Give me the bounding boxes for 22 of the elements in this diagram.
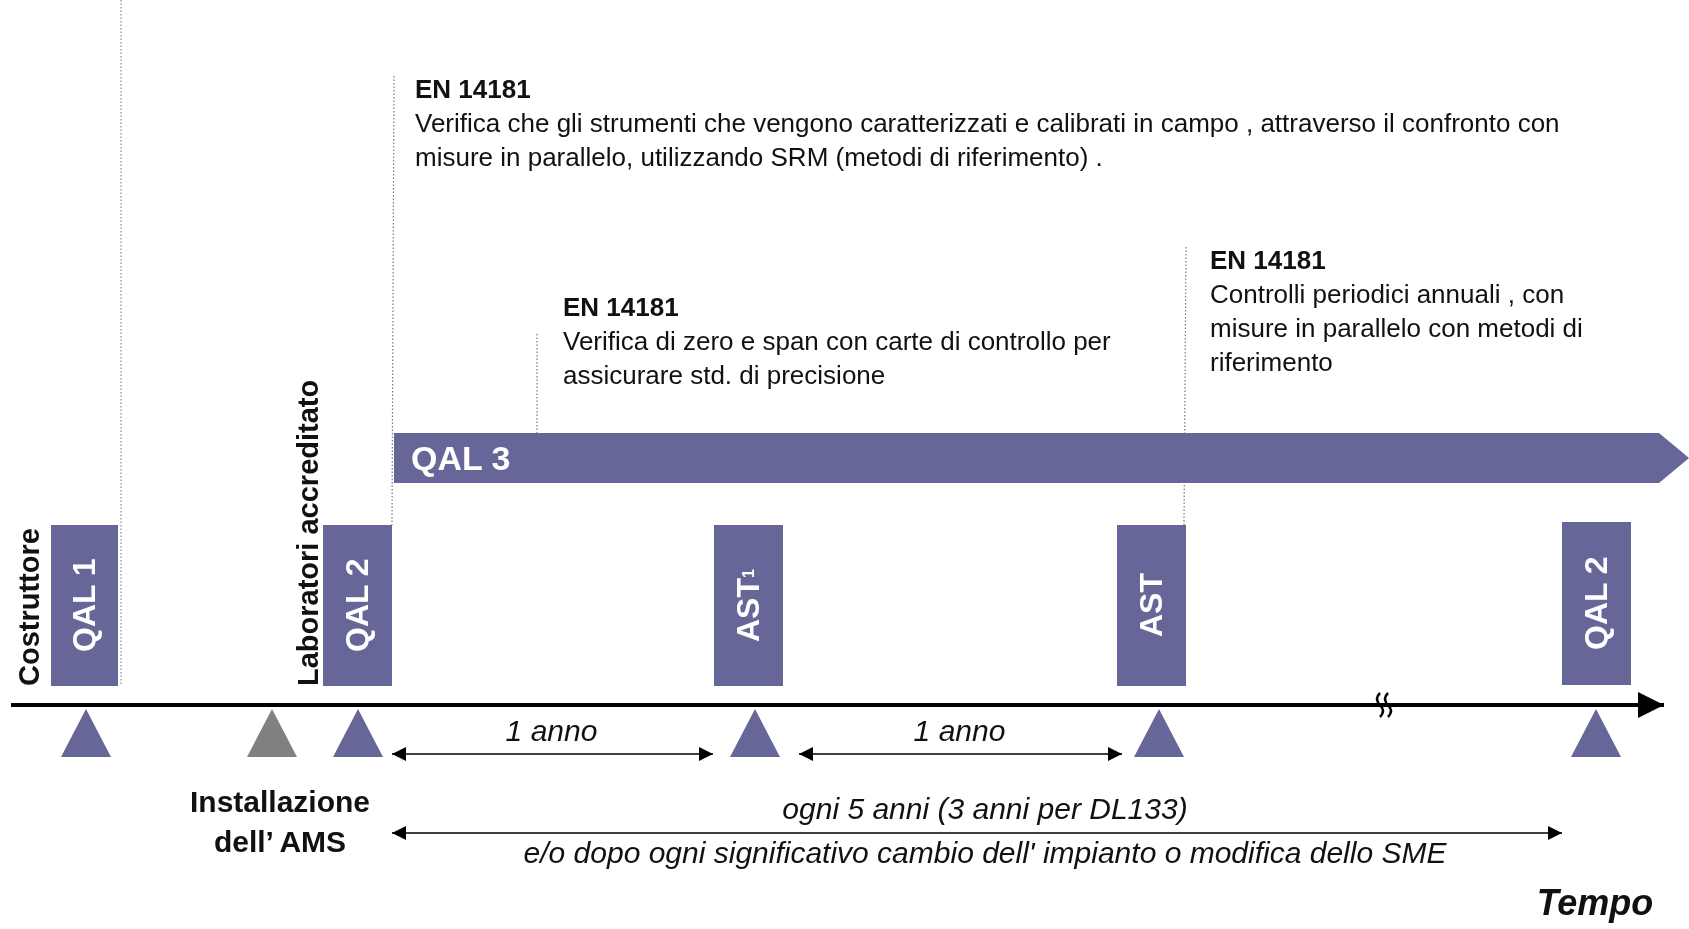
standard-heading: EN 14181	[563, 291, 680, 324]
annotation-text: Verifica di zero e span con carte di controllo per assicurare std. di precisione	[563, 325, 1112, 392]
leader-line	[1183, 246, 1187, 526]
dimension-label: ogni 5 anni (3 anni per DL133)	[781, 792, 1189, 826]
phase-box: AST	[1117, 525, 1186, 686]
annotation-text: Controlli periodici annuali , con misure in parallelo con metodi di riferimento	[1210, 278, 1584, 379]
dimension-label: e/o dopo ogni significativo cambio dell' impianto o modifica dello SME	[522, 836, 1448, 870]
leader-line	[536, 333, 538, 434]
dimension-label: 1 anno	[912, 714, 1007, 748]
axis-title: Tempo	[1535, 882, 1655, 924]
phase-box: QAL 2	[323, 525, 392, 686]
standard-heading: EN 14181	[415, 73, 532, 106]
phase-box: QAL 2	[1562, 522, 1631, 685]
role-label: Laboratori accreditato	[292, 378, 324, 686]
phase-band: QAL 3	[394, 433, 1689, 483]
role-label: Costruttore	[12, 527, 46, 686]
annotation-text: Verifica che gli strumenti che vengono caratterizzati e calibrati in campo , attraverso il confronto con misure in parallelo, utilizzando SRM (metodi di riferimento) .	[415, 107, 1561, 174]
phase-box: QAL 1	[51, 525, 118, 686]
dimension-label: 1 anno	[504, 714, 599, 748]
leader-line	[391, 75, 395, 526]
standard-heading: EN 14181	[1210, 244, 1327, 277]
event-label: Installazione dell’ AMS	[188, 784, 371, 860]
